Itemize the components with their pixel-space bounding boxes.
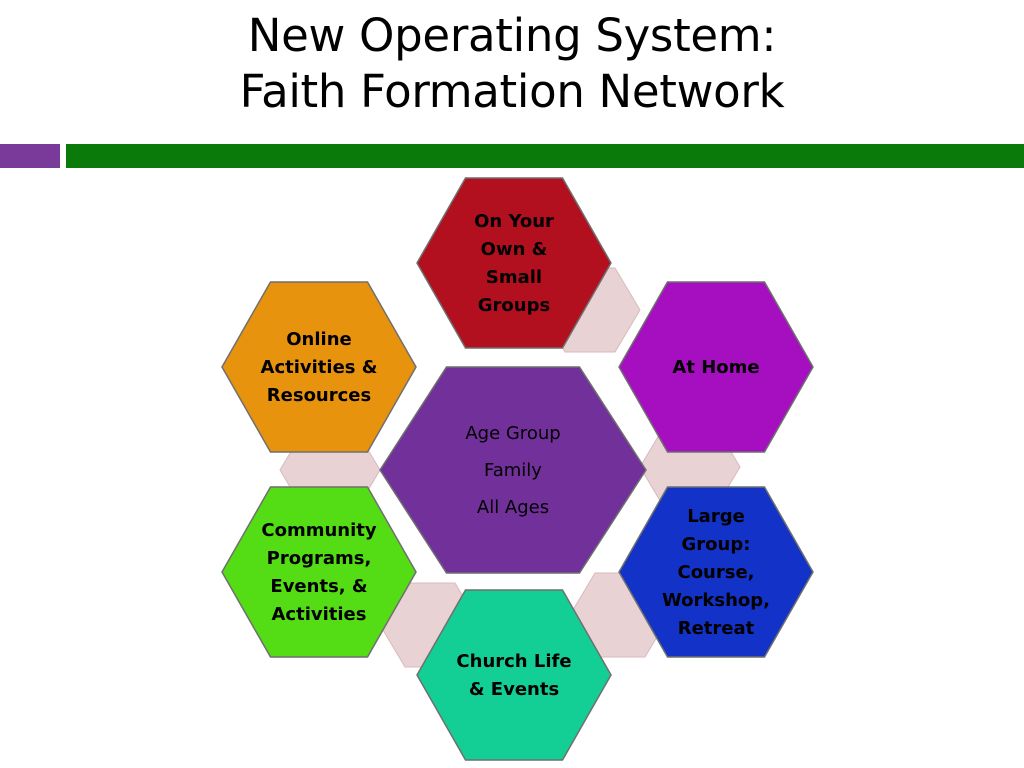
hex-church-life: Church Life & Events [416,589,612,761]
hex-large-group-label-line: Course, [677,562,754,583]
hex-on-your-own-label-line: On Your [474,211,554,232]
slide-title: New Operating System: Faith Formation Ne… [0,8,1024,120]
hex-community-label-line: Activities [272,604,367,625]
hex-on-your-own-label-line: Groups [478,295,550,316]
hex-at-home-label-line: At Home [672,357,759,378]
hex-community-shape [221,486,417,658]
hex-online-shape [221,281,417,453]
hex-community-label-line: Events, & [270,576,367,597]
hex-center-label-line: Age Group [465,423,560,444]
hex-large-group-label-line: Group: [682,534,751,555]
hex-large-group-label-line: Workshop, [662,590,770,611]
hex-online-label-line: Resources [267,385,371,406]
hex-church-life-label-line: Church Life [456,651,571,672]
hex-at-home-shape [618,281,814,453]
hex-online-label-line: Online [286,329,351,350]
hex-on-your-own-label-line: Small [486,267,542,288]
hex-community-label-line: Community [261,520,376,541]
hex-large-group-label-line: Large [687,506,745,527]
hex-large-group-label-line: Retreat [678,618,755,639]
title-line-1: New Operating System: [247,9,777,62]
accent-bar-purple [0,144,60,168]
hex-large-group-shape [618,486,814,658]
hex-center-label-line: Family [484,460,542,481]
hex-on-your-own-shape [416,177,612,349]
hex-online-label-line: Activities & [261,357,378,378]
hex-center-shape [379,366,647,574]
hex-community-label-line: Programs, [267,548,372,569]
hex-center-label-line: All Ages [477,497,549,518]
hex-at-home: At Home [618,281,814,453]
hex-church-life-shape [416,589,612,761]
hex-on-your-own-label-line: Own & [481,239,548,260]
title-line-2: Faith Formation Network [239,65,785,118]
accent-bar-green [66,144,1024,168]
hex-church-life-label-line: & Events [469,679,559,700]
